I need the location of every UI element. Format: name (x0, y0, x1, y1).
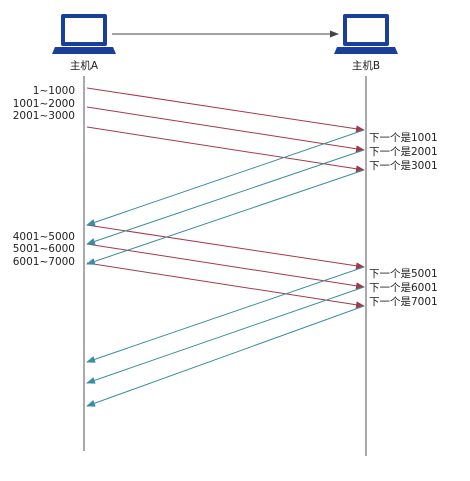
send-range-label: 6001~7000 (13, 256, 75, 268)
ack-label: 下一个是5001 (369, 268, 438, 280)
ack-arrow-3 (86, 169, 365, 265)
host-b-laptop-icon (334, 14, 398, 54)
host-b-label: 主机B (352, 59, 380, 72)
ack-arrow-6 (86, 305, 365, 407)
ack-label: 下一个是6001 (369, 282, 438, 294)
ack-label: 下一个是2001 (369, 146, 438, 158)
ack-label: 下一个是1001 (369, 132, 438, 144)
data-arrow-1 (86, 87, 365, 133)
ack-arrow-2 (86, 149, 365, 245)
data-arrow-2 (86, 106, 365, 153)
ack-label: 下一个是3001 (369, 160, 438, 172)
data-arrow-5 (86, 243, 365, 290)
ack-arrow-5 (86, 286, 365, 384)
data-arrow-6 (86, 262, 365, 309)
host-a-label: 主机A (70, 59, 99, 72)
send-range-label: 5001~6000 (13, 243, 75, 255)
data-arrow-4 (86, 224, 365, 270)
send-range-label: 2001~3000 (13, 110, 75, 122)
host-a-laptop-icon (52, 14, 116, 54)
data-arrow-3 (86, 126, 365, 173)
ack-arrow-1 (86, 129, 365, 226)
ack-label: 下一个是7001 (369, 296, 438, 308)
send-range-label: 4001~5000 (13, 231, 75, 243)
send-range-label: 1001~2000 (13, 98, 75, 110)
send-range-label: 1~1000 (33, 85, 75, 97)
ack-arrow-4 (86, 266, 365, 363)
